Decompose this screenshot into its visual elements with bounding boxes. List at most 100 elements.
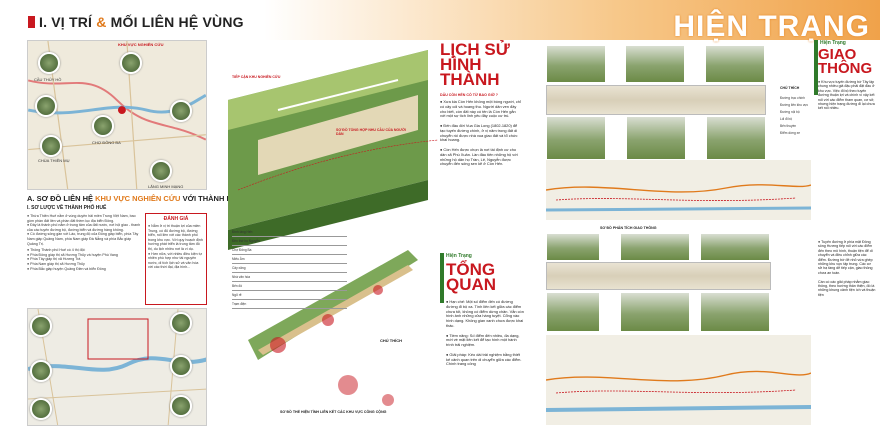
access-note-title: TIẾP CẬN KHU NGHIÊN CỨU [232, 75, 281, 79]
poi-item: Bến đò [232, 282, 347, 291]
poi-item: Đình làng Hến [232, 228, 347, 237]
traffic-map-top [546, 160, 811, 220]
photo-circle [170, 355, 192, 377]
legend-item: Đường trục chính [780, 95, 805, 100]
legend-item: Điểm dừng xe [780, 130, 801, 135]
traffic-legend: Đường trục chính Đường liên khu vực Đườn… [780, 94, 810, 136]
photo-circle [35, 95, 57, 117]
traffic-accent [814, 40, 818, 95]
overview-pre: Hiện Trạng [446, 253, 472, 259]
photo-circle [30, 315, 52, 337]
bullet: ● Phía Nam giáp thị xã Hương Thủy [27, 261, 85, 266]
site-photo [625, 45, 685, 83]
photo-circle [170, 312, 192, 334]
history-text: ● Xưa kia Cồn Hến không một bóng người, … [440, 99, 521, 167]
photo-circle [30, 398, 52, 420]
legend-item: Đường liên khu vực [780, 102, 809, 107]
place-label: CHỢ ĐÔNG BA [92, 140, 121, 145]
history-line: THÀNH [440, 70, 500, 89]
site-photo [546, 292, 600, 332]
place-label: CẦU THỦY HỒ [34, 77, 62, 82]
bullet: ● Đây là thành phố nằm ở trung tâm của đ… [27, 223, 141, 232]
place-label: CHÙA THIÊN MỤ [38, 158, 70, 163]
overview-heading: TỔNG QUAN [446, 260, 497, 294]
poi-item: Chợ Đông Ba [232, 246, 347, 255]
section-strip [546, 262, 771, 290]
photo-circle [170, 395, 192, 417]
map-study-label: KHU VỰC NGHIÊN CỨU [118, 42, 164, 47]
bullet: ● Thông Thành phố Huế có 4 thị đội: [27, 248, 86, 253]
site-photo [620, 233, 690, 261]
legend-item: Lối đi bộ [780, 116, 793, 121]
photo-circle [150, 160, 172, 182]
photo-circle [170, 100, 192, 122]
site-photo [706, 116, 766, 160]
overview-line: QUAN [446, 275, 497, 294]
title-amp: & [96, 14, 107, 30]
subsection-title: I. SƠ LƯỢC VỀ THÀNH PHỐ HUẾ [27, 205, 107, 211]
traffic-text: ● Khu vực tuyến đường bờ Tây lập chung n… [818, 80, 875, 111]
photo-circle [30, 360, 52, 382]
evaluation-box: ĐÁNH GIÁ ● Nằm ở vị trí thuận lợi của mi… [145, 213, 207, 305]
site-photo [620, 292, 690, 332]
page-title: I. VỊ TRÍ & MỐI LIÊN HỆ VÙNG [28, 14, 244, 30]
title-rest: MỐI LIÊN HỆ VÙNG [106, 14, 244, 30]
photo-circle [38, 52, 60, 74]
traffic-line: GIAO [818, 46, 857, 63]
history-heading: LỊCH SỬ HÌNH THÀNH [440, 40, 510, 89]
needs-note-title: SƠ ĐỒ TỔNG HỢP NHU CẦU CỦA NGƯỜI DÂN [336, 128, 407, 136]
title-part: I. VỊ TRÍ [39, 14, 97, 30]
poi-item: Cây xăng [232, 264, 347, 273]
bullet: ● Có đường sông gần với Lào, trung độ củ… [27, 232, 139, 246]
poi-item: Trạm điện [232, 300, 347, 309]
intro-bullets: ● Thừa Thiên Huế nằm ở vùng duyên hải mi… [27, 214, 142, 271]
bottom-caption: SƠ ĐỒ THỂ HIỆN TÌNH LIÊN KẾT CÁC KHU VỰC… [280, 410, 387, 414]
poi-legend: Đình làng Hến Đền thờ họ Nguyễn Chợ Đông… [232, 228, 347, 309]
traffic-map-bottom [546, 335, 811, 425]
site-photo [546, 45, 606, 83]
title-marker [28, 16, 35, 28]
legend-item: Đường nội bộ [780, 109, 800, 114]
middle-legend-title: CHÚ THÍCH [380, 338, 402, 343]
axonometric-diagram [228, 50, 439, 406]
overview-text: ● Hạn chế: Một số điểm đến có đường đườn… [446, 299, 524, 367]
traffic-pre: Hiện Trạng [820, 40, 846, 46]
place-label: LĂNG MINH MẠNG [148, 184, 184, 189]
section-a-prefix: A. SƠ ĐỒ LIÊN HỆ [27, 194, 93, 203]
site-photo [546, 116, 606, 160]
poi-item: Nhà văn hóa [232, 273, 347, 282]
traffic-line: THÔNG [818, 60, 873, 77]
history-line: HÌNH [440, 55, 482, 74]
site-photo [626, 116, 686, 160]
poi-item: Đền thờ họ Nguyễn [232, 237, 347, 246]
overview-line: TỔNG [446, 260, 496, 279]
evaluation-title: ĐÁNH GIÁ [163, 216, 189, 222]
site-photo [700, 233, 770, 261]
traffic-section-title: SƠ ĐỒ PHÂN TÍCH GIAO THÔNG [600, 226, 657, 230]
history-line: LỊCH SỬ [440, 40, 510, 59]
poi-item: Ngõ rẽ [232, 291, 347, 300]
section-a-title: A. SƠ ĐỒ LIÊN HỆ KHU VỰC NGHIÊN CỨU VỚI … [27, 194, 261, 203]
section-strip [546, 85, 766, 115]
header-bar [0, 0, 880, 40]
hien-trang-title: HIỆN TRẠNG [673, 10, 870, 43]
traffic-text-2: ● Tuyến đường ở phía mặt Đông sông Hương… [818, 240, 876, 297]
site-photo [705, 45, 765, 83]
site-photo [700, 292, 770, 332]
right-legend-title: CHÚ THÍCH [780, 86, 800, 90]
bullet: ● Phía Đông giáp thị xã Hương Thủy và hu… [27, 252, 118, 257]
photo-circle [40, 135, 62, 157]
section-a-orange: KHU VỰC NGHIÊN CỨU [95, 194, 181, 203]
history-question: DẤU CỒN HÉN CÓ TỪ BAO GIỜ ? [440, 93, 498, 97]
evaluation-text: ● Nằm ở vị trí thuận lợi của miền Trung,… [148, 224, 203, 270]
photo-circle [120, 52, 142, 74]
bullet: ● Phía Tây giáp thị xã Hương Trà [27, 257, 81, 262]
photo-circle [92, 115, 114, 137]
bullet: ● Phía Bắc giáp huyện Quảng Điền và biển… [27, 266, 106, 271]
overview-accent [440, 253, 444, 303]
legend-item: Bến thuyền [780, 123, 797, 128]
site-photo [546, 233, 600, 261]
bullet: ● Thừa Thiên Huế nằm ở vùng duyên hải mi… [27, 214, 136, 223]
traffic-heading: GIAO THÔNG [818, 46, 873, 77]
poi-item: Miếu Âm [232, 255, 347, 264]
